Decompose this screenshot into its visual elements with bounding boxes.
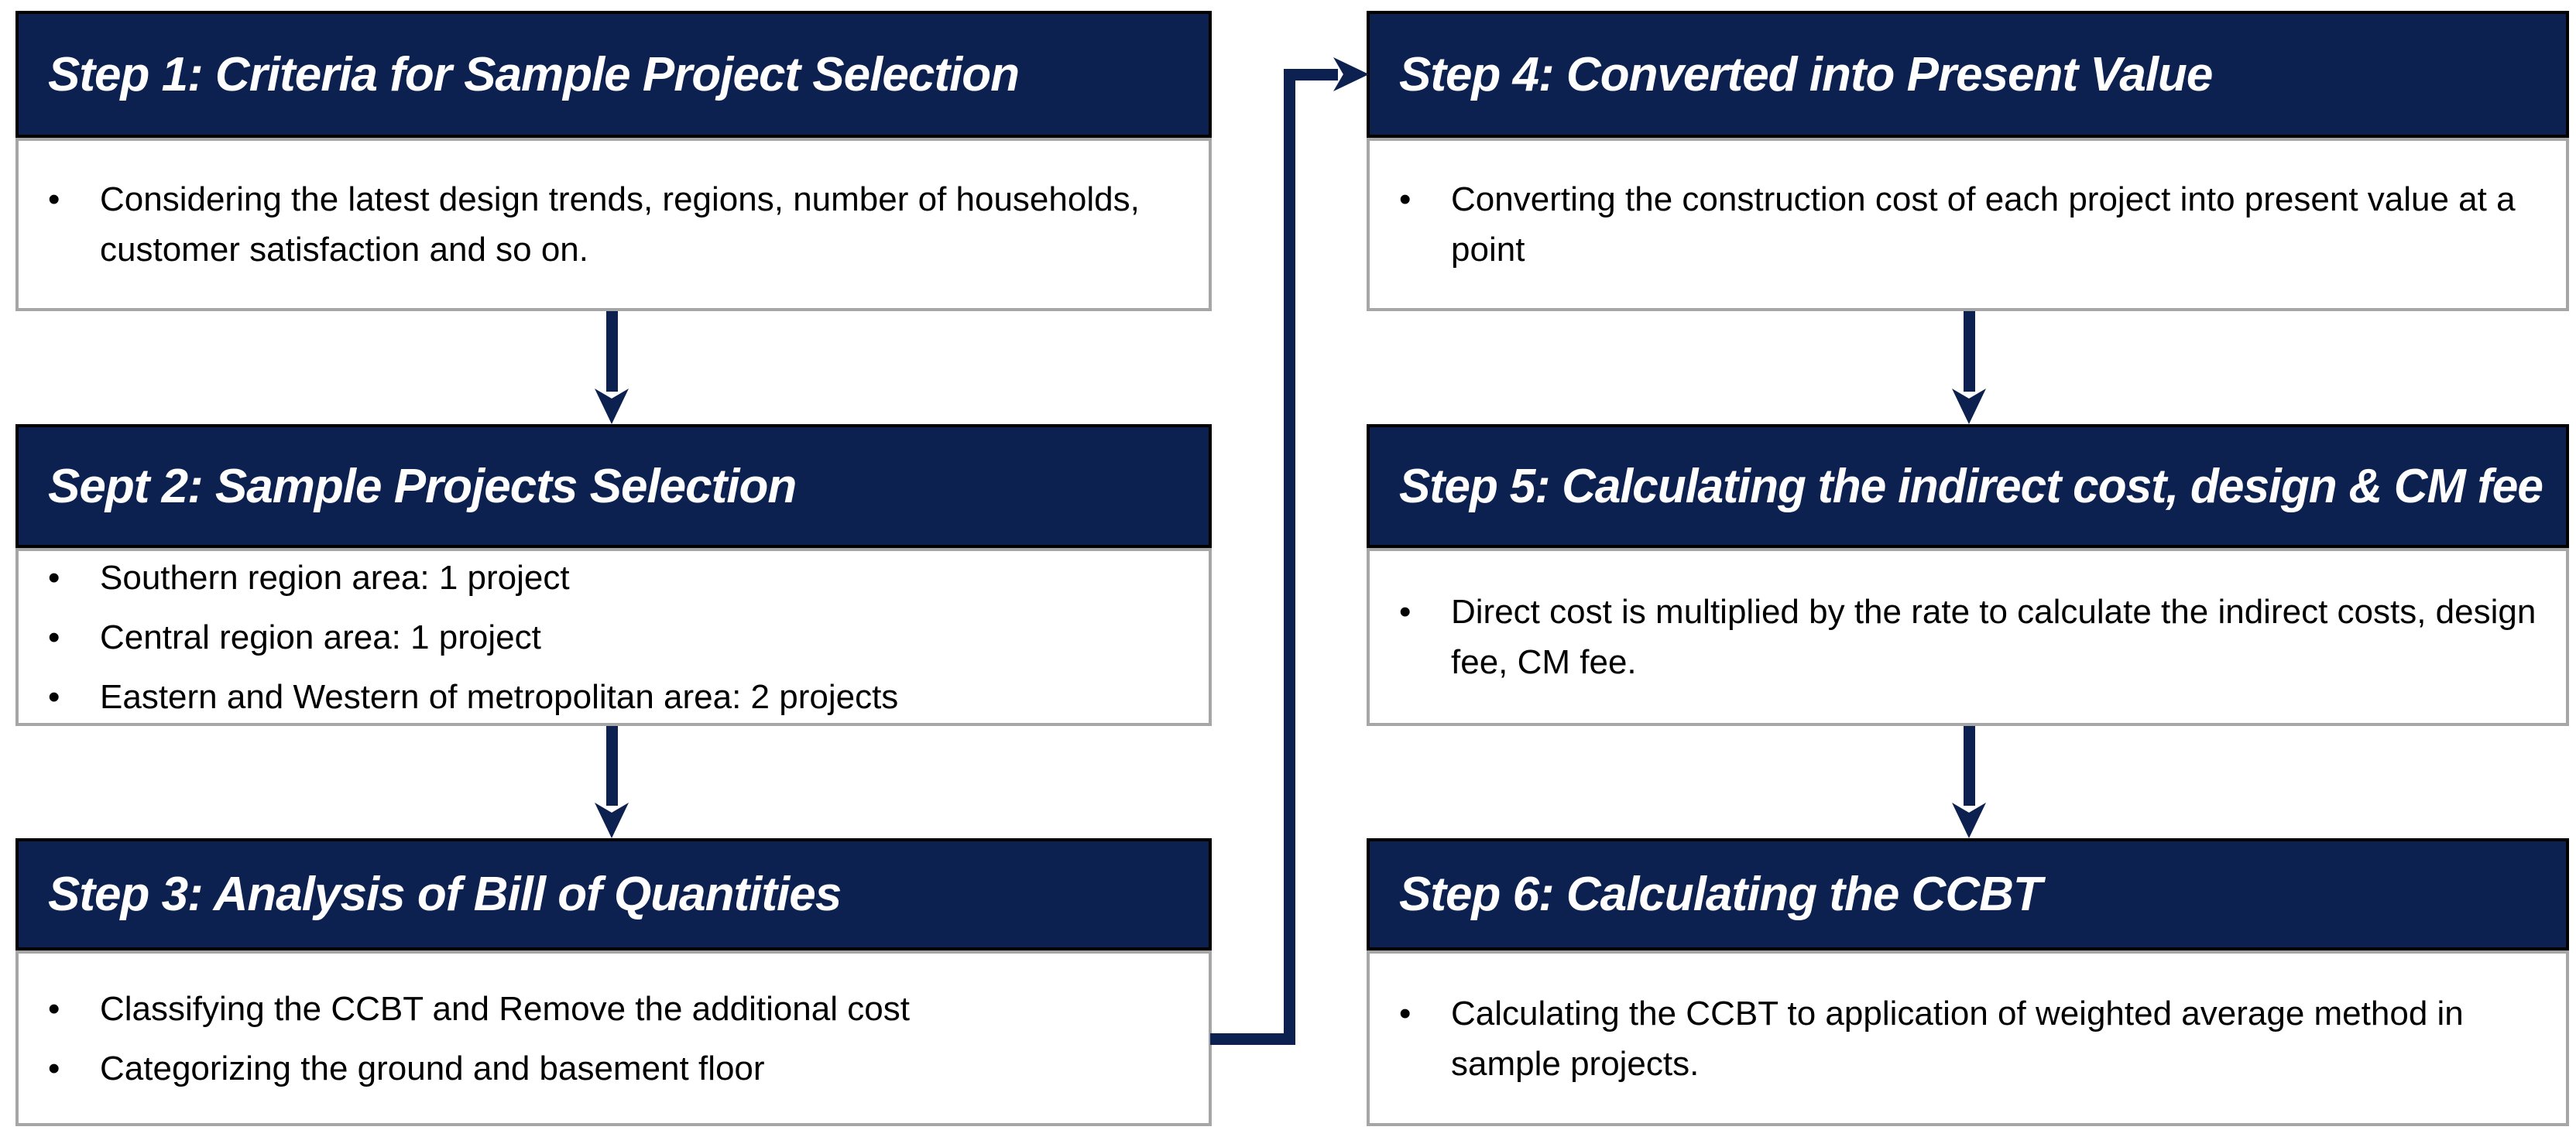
- step-6-header: Step 6: Calculating the CCBT: [1367, 838, 2569, 950]
- arrow-step1-to-step2-shaft: [606, 311, 618, 392]
- step-5-header: Step 5: Calculating the indirect cost, d…: [1367, 424, 2569, 548]
- arrow-step5-to-step6-head-icon: [1952, 803, 1986, 838]
- step-4-header: Step 4: Converted into Present Value: [1367, 11, 2569, 138]
- step-4-body: Converting the construction cost of each…: [1367, 138, 2569, 311]
- step-1-body: Considering the latest design trends, re…: [15, 138, 1212, 311]
- bullet-item: Categorizing the ground and basement flo…: [48, 1043, 910, 1094]
- bullet-item: Direct cost is multiplied by the rate to…: [1399, 587, 2543, 687]
- bullet-item: Calculating the CCBT to application of w…: [1399, 988, 2543, 1089]
- arrow-step4-to-step5-head-icon: [1952, 389, 1986, 424]
- step-5-body: Direct cost is multiplied by the rate to…: [1367, 548, 2569, 726]
- step-2-header: Sept 2: Sample Projects Selection: [15, 424, 1212, 548]
- step-4-title: Step 4: Converted into Present Value: [1399, 47, 2213, 101]
- arrow-step1-to-step2-head-icon: [595, 389, 629, 424]
- step-1-title: Step 1: Criteria for Sample Project Sele…: [48, 47, 1020, 101]
- step-5-box: Step 5: Calculating the indirect cost, d…: [1367, 424, 2569, 726]
- connector-step3-to-step4-bottom-segment: [1210, 1033, 1295, 1045]
- step-2-bullet-list: Southern region area: 1 project Central …: [19, 553, 921, 722]
- step-6-title: Step 6: Calculating the CCBT: [1399, 868, 2043, 921]
- step-6-bullet-list: Calculating the CCBT to application of w…: [1370, 988, 2566, 1089]
- arrow-step5-to-step6-shaft: [1964, 726, 1975, 806]
- arrow-step2-to-step3-head-icon: [595, 803, 629, 838]
- bullet-item: Central region area: 1 project: [48, 612, 898, 663]
- step-5-bullet-list: Direct cost is multiplied by the rate to…: [1370, 587, 2566, 687]
- step-3-body: Classifying the CCBT and Remove the addi…: [15, 950, 1212, 1126]
- step-2-body: Southern region area: 1 project Central …: [15, 548, 1212, 726]
- step-5-title: Step 5: Calculating the indirect cost, d…: [1399, 459, 2543, 513]
- arrow-step4-to-step5-shaft: [1964, 311, 1975, 392]
- step-3-header: Step 3: Analysis of Bill of Quantities: [15, 838, 1212, 950]
- bullet-item: Considering the latest design trends, re…: [48, 174, 1185, 275]
- step-3-bullet-list: Classifying the CCBT and Remove the addi…: [19, 984, 933, 1094]
- step-3-title: Step 3: Analysis of Bill of Quantities: [48, 868, 842, 921]
- connector-step3-to-step4-head-icon: [1333, 57, 1369, 91]
- bullet-item: Southern region area: 1 project: [48, 553, 898, 603]
- step-1-header: Step 1: Criteria for Sample Project Sele…: [15, 11, 1212, 138]
- connector-step3-to-step4-top-segment: [1284, 69, 1338, 80]
- bullet-item: Classifying the CCBT and Remove the addi…: [48, 984, 910, 1034]
- step-1-box: Step 1: Criteria for Sample Project Sele…: [15, 11, 1212, 311]
- arrow-step2-to-step3-shaft: [606, 726, 618, 806]
- step-2-title: Sept 2: Sample Projects Selection: [48, 459, 797, 513]
- bullet-item: Converting the construction cost of each…: [1399, 174, 2543, 275]
- step-1-bullet-list: Considering the latest design trends, re…: [19, 174, 1209, 275]
- connector-step3-to-step4-vertical-segment: [1284, 69, 1295, 1045]
- step-6-body: Calculating the CCBT to application of w…: [1367, 950, 2569, 1126]
- bullet-item: Eastern and Western of metropolitan area…: [48, 672, 898, 722]
- step-4-bullet-list: Converting the construction cost of each…: [1370, 174, 2566, 275]
- step-6-box: Step 6: Calculating the CCBT Calculating…: [1367, 838, 2569, 1126]
- step-4-box: Step 4: Converted into Present Value Con…: [1367, 11, 2569, 311]
- step-3-box: Step 3: Analysis of Bill of Quantities C…: [15, 838, 1212, 1126]
- step-2-box: Sept 2: Sample Projects Selection Southe…: [15, 424, 1212, 726]
